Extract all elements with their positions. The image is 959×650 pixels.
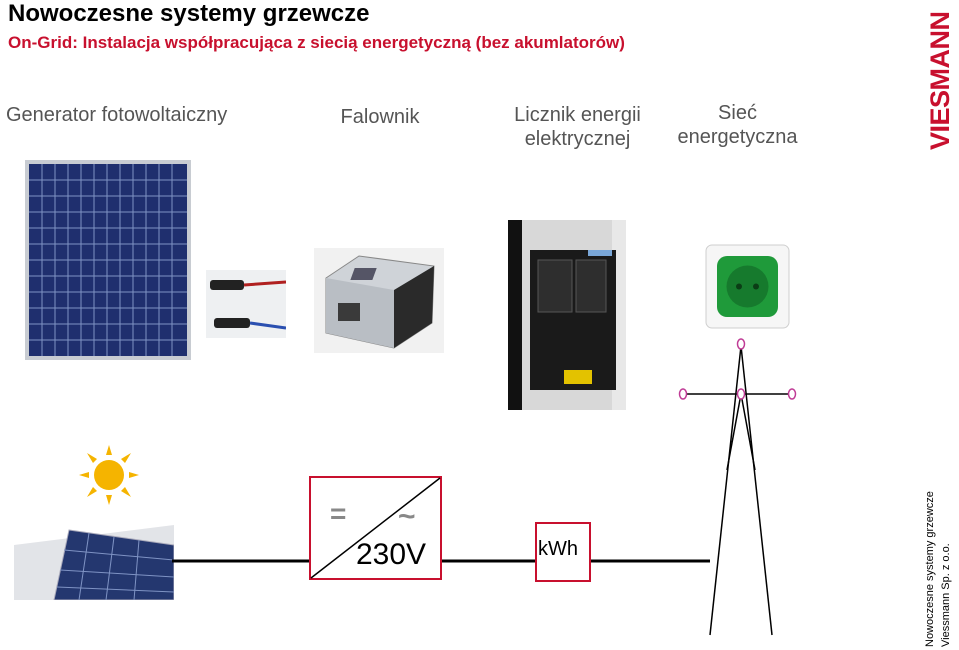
- solar-panel-image: [25, 160, 191, 360]
- footer-line1: Nowoczesne systemy grzewcze: [924, 491, 936, 647]
- viessmann-logo: VIESMANN: [925, 11, 955, 150]
- inverter-image: [314, 248, 444, 353]
- socket-image: [705, 244, 790, 329]
- ac-symbol: ~: [398, 500, 416, 533]
- grid-label-line2: energetyczna: [677, 126, 798, 148]
- meter-symbol: [535, 522, 591, 582]
- meter-cabinet-image: [508, 220, 626, 410]
- meter-unit-label: kWh: [538, 538, 578, 560]
- page-subtitle: On-Grid: Instalacja współpracująca z sie…: [8, 33, 625, 52]
- sun-and-panel-image: [14, 445, 174, 600]
- meter-label-line2: elektrycznej: [524, 128, 631, 150]
- meter-label-line1: Licznik energii: [514, 104, 641, 126]
- dc-symbol: =: [330, 498, 347, 529]
- grid-label: Sieć energetyczna: [665, 101, 810, 149]
- power-pylon: [683, 345, 792, 636]
- footer: Nowoczesne systemy grzewcze Viessmann Sp…: [922, 491, 956, 647]
- footer-line2: Viessmann Sp. z o.o.: [940, 543, 952, 647]
- pylon-insulators: [678, 338, 797, 400]
- svg-text:VIESMANN: VIESMANN: [925, 11, 955, 150]
- inverter-symbol-diagonal: [310, 477, 441, 579]
- connectors-image: [206, 270, 286, 338]
- voltage-label: 230V: [356, 538, 427, 571]
- grid-label-line1: Sieć: [718, 102, 757, 124]
- footer-text: Nowoczesne systemy grzewcze Viessmann Sp…: [922, 491, 954, 647]
- inverter-label: Falownik: [340, 106, 420, 128]
- meter-label: Licznik energii elektrycznej: [495, 103, 660, 151]
- page-title: Nowoczesne systemy grzewcze: [8, 0, 370, 27]
- pv-generator-label: Generator fotowoltaiczny: [6, 104, 228, 126]
